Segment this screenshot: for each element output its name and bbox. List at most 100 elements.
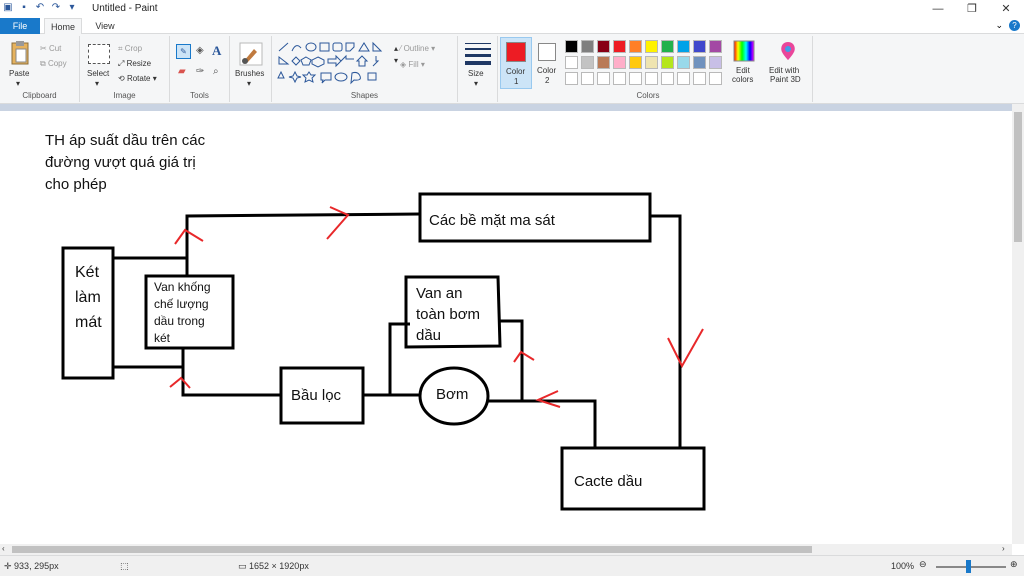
color-swatch[interactable] [661,56,674,69]
select-dropdown-icon[interactable]: ▾ [95,79,100,88]
zoom-slider-thumb[interactable] [966,560,971,573]
cut-button[interactable]: ✂ Cut [40,44,62,53]
color-picker-icon[interactable]: ✑ [196,66,205,77]
color-swatch[interactable] [645,40,658,53]
flow-arrow [326,206,350,240]
color-swatch[interactable] [613,72,626,85]
collapse-ribbon-icon[interactable]: ⌄ [995,20,1003,30]
canvas-area[interactable]: TH áp suất dầu trên các đường vượt quá g… [0,104,1024,544]
crop-button[interactable]: ⌗ Crop [118,44,143,53]
scroll-right-icon[interactable]: › [1002,544,1005,553]
color-swatch[interactable] [581,40,594,53]
zoom-slider[interactable] [936,566,1006,568]
note-line: TH áp suất dầu trên các [45,132,206,149]
color-swatch[interactable] [693,40,706,53]
outline-button[interactable]: ⁄ Outline ▾ [400,44,436,53]
edit-colors-icon[interactable] [733,40,755,62]
flow-arrow [667,328,704,369]
color-swatch[interactable] [661,72,674,85]
clipboard-group: Paste ▾ ✂ Cut ⧉ Copy Clipboard [0,36,80,102]
paint3d-icon[interactable] [778,40,798,62]
color-swatch[interactable] [613,40,626,53]
save-icon[interactable]: ▪ [22,2,26,13]
close-button[interactable]: ✕ [1001,3,1011,15]
paste-dropdown-icon[interactable]: ▾ [16,79,21,88]
tab-file[interactable]: File [0,18,40,34]
horizontal-scroll-thumb[interactable] [12,546,812,553]
pencil-icon[interactable]: ✎ [176,44,191,59]
color-swatch[interactable] [565,56,578,69]
color-swatch[interactable] [597,72,610,85]
shapes-gallery[interactable] [276,40,392,86]
color-swatch[interactable] [645,56,658,69]
tab-view[interactable]: View [95,21,115,31]
edit-with-paint3d-button[interactable]: Edit with [769,66,800,75]
clipboard-label: Clipboard [22,91,57,100]
color-swatch[interactable] [597,56,610,69]
color-swatch[interactable] [677,72,690,85]
color-swatch[interactable] [677,40,690,53]
edit-colors-button[interactable]: Edit [736,66,750,75]
drawing-canvas[interactable]: TH áp suất dầu trên các đường vượt quá g… [0,111,1012,544]
color-swatch[interactable] [693,72,706,85]
color-swatch[interactable] [565,40,578,53]
zoom-out-icon[interactable]: ⊖ [919,559,927,569]
eraser-icon[interactable]: ▰ [178,66,186,77]
color1-button[interactable]: Color 1 [500,37,532,89]
friction-surfaces-label: Các bề mặt ma sát [429,212,556,229]
color2-button[interactable]: Color 2 [533,37,563,89]
brushes-button[interactable]: Brushes [235,69,265,78]
flow-arrow [169,376,191,389]
color-swatch[interactable] [597,40,610,53]
paste-button[interactable]: Paste [9,69,30,78]
text-tool-icon[interactable]: A [212,43,222,58]
size-button[interactable]: Size [468,69,484,78]
color-swatch[interactable] [565,72,578,85]
color-swatch[interactable] [645,72,658,85]
resize-button[interactable]: ⤢ Resize [118,59,152,68]
color-swatch[interactable] [581,56,594,69]
color-swatch[interactable] [581,72,594,85]
size-dropdown-icon[interactable]: ▾ [474,79,479,88]
color-swatch[interactable] [661,40,674,53]
color-swatch[interactable] [709,72,722,85]
color-swatch[interactable] [613,56,626,69]
brushes-dropdown-icon[interactable]: ▾ [247,79,252,88]
color-swatch[interactable] [709,40,722,53]
shapes-scroll-down-icon[interactable]: ▾ [394,56,399,65]
select-button[interactable]: Select [87,69,110,78]
vertical-scroll-thumb[interactable] [1014,112,1022,242]
shapes-scroll-up-icon[interactable]: ▴ [394,44,399,53]
bypass-valve-box [144,274,235,350]
fill-bucket-icon[interactable]: ◈ [196,45,204,56]
rotate-button[interactable]: ⟲ Rotate ▾ [118,74,157,83]
scroll-left-icon[interactable]: ‹ [2,544,5,553]
safety-valve-label: toàn bơm [416,306,480,323]
color-swatch[interactable] [693,56,706,69]
help-icon[interactable]: ? [1009,20,1020,31]
brush-icon[interactable] [239,42,263,66]
magnifier-icon[interactable]: ⌕ [213,66,219,77]
rotate-icon: ⟲ [118,74,127,83]
undo-icon[interactable]: ↶ [35,2,45,13]
fill-button[interactable]: ◈ Fill ▾ [400,60,425,69]
copy-button[interactable]: ⧉ Copy [40,59,67,68]
vertical-scrollbar[interactable] [1012,104,1024,544]
minimize-button[interactable]: — [932,3,944,15]
customize-toolbar-icon[interactable]: ▾ [69,2,75,13]
select-icon[interactable] [88,44,110,64]
color-swatch[interactable] [629,56,642,69]
color-swatch[interactable] [629,72,642,85]
color-swatch[interactable] [709,56,722,69]
zoom-in-icon[interactable]: ⊕ [1010,559,1018,569]
oil-filter-label: Bầu lọc [291,387,342,404]
redo-icon[interactable]: ↷ [51,2,61,13]
size-lines-icon[interactable] [465,42,491,66]
horizontal-scrollbar[interactable]: ‹ › [0,544,1012,555]
ribbon-tabs: File Home View ⌄ ? [0,18,1024,34]
tab-home[interactable]: Home [44,18,82,34]
restore-button[interactable]: ❐ [967,3,977,15]
color-swatch[interactable] [677,56,690,69]
paste-icon[interactable] [10,40,30,66]
color-swatch[interactable] [629,40,642,53]
